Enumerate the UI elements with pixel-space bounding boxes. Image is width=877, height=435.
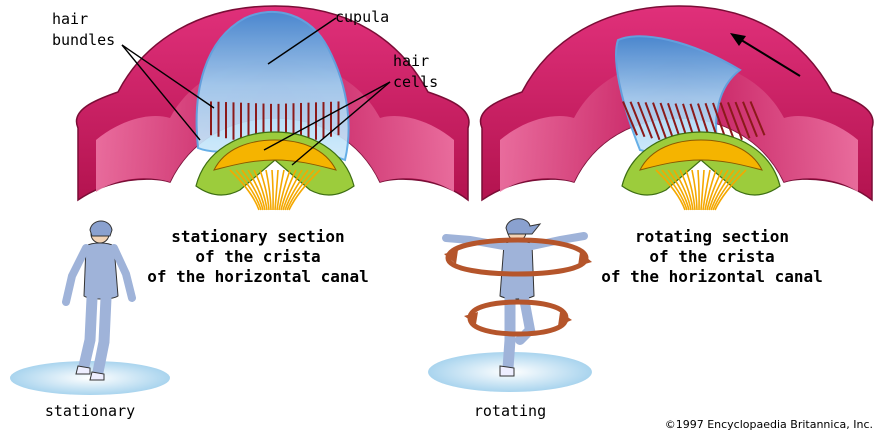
left-caption-line2: of the crista [195,247,320,266]
rotating-skater [428,219,592,392]
left-caption-line1: stationary section [171,227,344,246]
label-hair-bundles-line1: hair [52,10,88,28]
right-caption-line3: of the horizontal canal [601,267,823,286]
left-caption-line3: of the horizontal canal [147,267,369,286]
left-caption: stationary section of the crista of the … [147,227,369,286]
label-rotating: rotating [474,402,546,420]
label-hair-cells-line2: cells [393,73,438,91]
stationary-skater [10,221,170,395]
right-caption-line1: rotating section [635,227,789,246]
nerve-fiber [698,170,699,210]
right-caption: rotating section of the crista of the ho… [601,227,823,286]
label-cupula: cupula [335,8,389,26]
left-crista [76,6,469,210]
nerve-fiber [272,170,273,210]
right-crista [480,6,873,210]
copyright-credit: ©1997 Encyclopaedia Britannica, Inc. [665,418,873,431]
label-hair-bundles-line2: bundles [52,31,115,49]
label-stationary: stationary [45,402,135,420]
right-caption-line2: of the crista [649,247,774,266]
label-hair-cells-line1: hair [393,52,429,70]
